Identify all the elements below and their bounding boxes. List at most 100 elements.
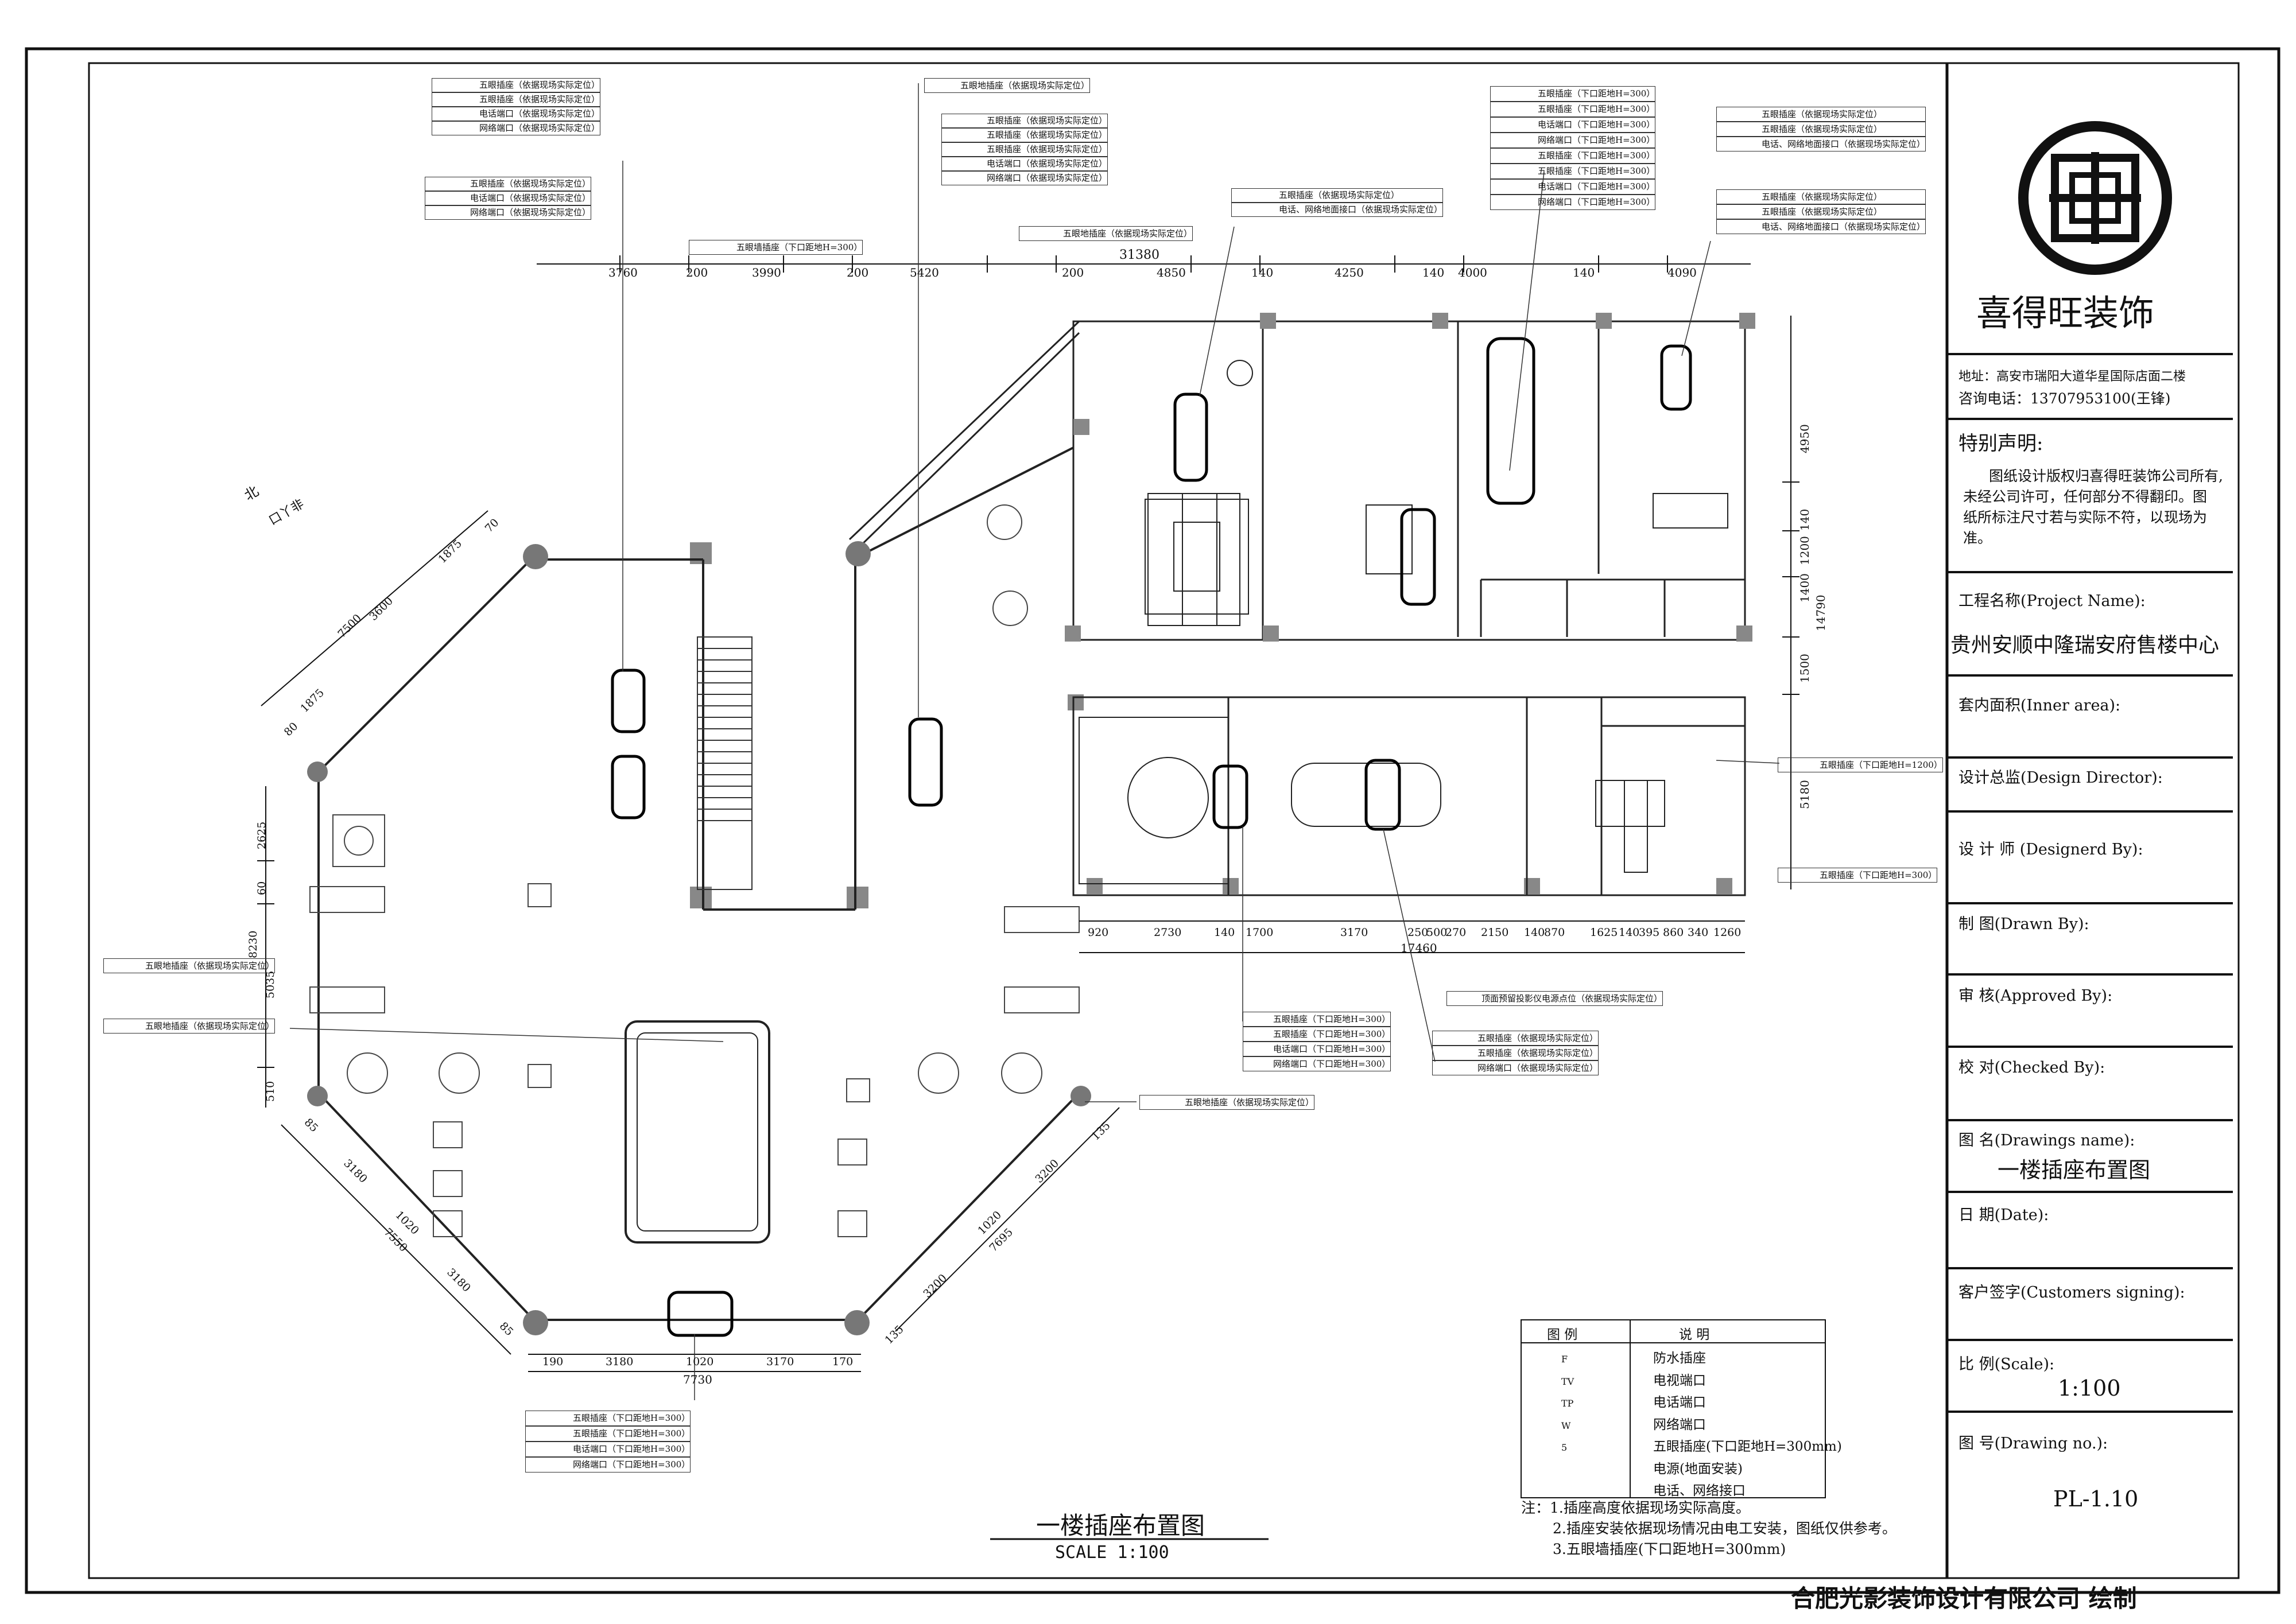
dim-left-seg: 60 <box>255 881 268 895</box>
approved-by-label: 审 核(Approved By): <box>1958 987 2113 1005</box>
tv-port-icon: TV <box>1561 1376 1574 1387</box>
legend-row-tv-port: 电视端口 <box>1653 1373 1706 1388</box>
callout-line: 电话、网络地面接口（依据现场实际定位） <box>1716 137 1926 151</box>
callout-line: 电话端口（下口距地H=300） <box>1490 179 1656 195</box>
outer-frame <box>25 47 2281 1594</box>
dim-right-seg: 1400 <box>1798 573 1812 603</box>
plan-scale: SCALE 1:100 <box>1055 1543 1169 1563</box>
dim-left-seg: 2625 <box>255 821 268 849</box>
dim-mid-seg: 250 <box>1407 926 1429 939</box>
socket-callout: 五眼插座（下口距地H=300） 五眼插座（下口距地H=300） 电话端口（下口距… <box>1243 1012 1391 1071</box>
socket-callout: 五眼插座（依据现场实际定位） 电话端口（依据现场实际定位） 网络端口（依据现场实… <box>425 177 592 220</box>
legend-row-floor-power: 电源(地面安装) <box>1653 1461 1743 1477</box>
mid-dimension-line <box>1079 920 1745 953</box>
callout-line: 五眼地插座（依据现场实际定位） <box>924 78 1091 93</box>
dim-mid-seg: 140 <box>1619 926 1640 939</box>
callout-line: 网络端口（下口距地H=300） <box>1243 1056 1391 1071</box>
socket-callout: 五眼地插座（依据现场实际定位） <box>1139 1095 1315 1110</box>
callout-line: 五眼插座（下口距地H=300） <box>1243 1027 1391 1042</box>
checked-by-label: 校 对(Checked By): <box>1958 1059 2105 1077</box>
callout-line: 五眼插座（下口距地H=300） <box>1490 164 1656 179</box>
diagonal-dimension-lines <box>261 510 1120 1355</box>
socket-callout: 五眼插座（下口距地H=300） 五眼插座（下口距地H=300） 电话端口（下口距… <box>1490 86 1656 210</box>
dim-mid-seg: 140 <box>1214 926 1235 939</box>
five-hole-socket-icon: 5 <box>1561 1442 1568 1453</box>
legend-glyphs: F TV TP W 5 <box>1561 1349 1574 1459</box>
legend-row-five-hole-socket: 五眼插座(下口距地H=300mm) <box>1653 1439 1842 1454</box>
scale-label: 比 例(Scale): <box>1958 1355 2055 1373</box>
dim-left-seg: 510 <box>264 1081 277 1102</box>
dim-mid-seg: 395 <box>1639 926 1660 939</box>
callout-line: 五眼插座（下口距地H=300） <box>1490 148 1656 164</box>
tb-rule <box>1947 1191 2233 1193</box>
callout-line: 五眼地插座（依据现场实际定位） <box>1019 226 1193 241</box>
dim-mid-seg: 860 <box>1663 926 1684 939</box>
socket-callout: 五眼插座（依据现场实际定位） 五眼插座（依据现场实际定位） 电话端口（依据现场实… <box>432 78 601 135</box>
socket-callout: 顶面预留投影仪电源点位（依据现场实际定位） <box>1446 991 1663 1006</box>
legend-rows: 防水插座 电视端口 电话端口 网络端口 五眼插座(下口距地H=300mm) 电源… <box>1653 1347 1842 1502</box>
tb-rule <box>1947 1411 2233 1413</box>
dim-bottom-seg: 190 <box>542 1355 564 1368</box>
project-name-label: 工程名称(Project Name): <box>1958 592 2146 610</box>
statement-line: 未经公司许可，任何部分不得翻印。图 <box>1963 488 2208 505</box>
dim-top-seg: 4850 <box>1157 266 1186 279</box>
callout-line: 电话、网络地面接口（依据现场实际定位） <box>1716 219 1926 234</box>
company-address: 地址：高安市瑞阳大道华星国际店面二楼 <box>1958 370 2186 384</box>
callout-line: 电话端口（下口距地H=300） <box>1243 1042 1391 1056</box>
main-hall-outline <box>317 446 1080 1321</box>
callout-line: 五眼插座（依据现场实际定位） <box>1716 107 1926 122</box>
legend-row-waterproof-socket: 防水插座 <box>1653 1351 1706 1366</box>
callout-line: 五眼插座（依据现场实际定位） <box>941 114 1108 128</box>
legend-row-phone-port: 电话端口 <box>1653 1395 1706 1410</box>
callout-line: 五眼插座（依据现场实际定位） <box>432 78 601 92</box>
tb-rule <box>1947 571 2233 573</box>
top-dimension-line <box>537 255 1751 273</box>
drawing-no-label: 图 号(Drawing no.): <box>1958 1435 2108 1452</box>
socket-highlights <box>611 337 1692 1337</box>
dim-top-seg: 5420 <box>910 266 939 279</box>
callout-line: 五眼插座（依据现场实际定位） <box>1716 122 1926 137</box>
callout-line: 五眼插座（下口距地H=300） <box>1490 102 1656 117</box>
network-port-icon: W <box>1561 1420 1571 1431</box>
callout-line: 五眼地插座（依据现场实际定位） <box>1139 1095 1315 1110</box>
socket-callout: 五眼地插座（依据现场实际定位） <box>103 958 276 973</box>
inner-area-label: 套内面积(Inner area): <box>1958 697 2121 714</box>
dim-right-seg: 1500 <box>1798 654 1812 683</box>
note-line: 3.五眼墙插座(下口距地H=300mm) <box>1553 1541 1786 1557</box>
callout-line: 网络端口（下口距地H=300） <box>1490 133 1656 148</box>
customer-signing-label: 客户签字(Customers signing): <box>1958 1284 2185 1301</box>
callout-line: 网络端口（下口距地H=300） <box>1490 195 1656 210</box>
date-label: 日 期(Date): <box>1958 1206 2049 1224</box>
dim-top-seg: 4250 <box>1335 266 1364 279</box>
dim-top-seg: 3760 <box>608 266 638 279</box>
callout-line: 五眼插座（下口距地H=1200） <box>1778 757 1943 772</box>
dim-top-seg: 140 <box>1422 266 1445 279</box>
statement-heading: 特别声明: <box>1958 432 2043 455</box>
dim-mid-seg: 1625 <box>1590 926 1618 939</box>
dim-top-total: 31380 <box>1119 248 1159 262</box>
dim-mid-seg: 500 <box>1426 926 1448 939</box>
dim-mid-total: 17460 <box>1401 941 1437 955</box>
socket-callout: 五眼插座（下口距地H=300） <box>1778 868 1938 883</box>
dim-right-seg: 140 <box>1798 508 1812 531</box>
dim-mid-seg: 3170 <box>1340 926 1368 939</box>
project-name-value: 贵州安顺中隆瑞安府售楼中心 <box>1950 634 2220 657</box>
dim-bottom-total: 7730 <box>683 1373 712 1386</box>
dim-bottom-seg: 3180 <box>606 1355 634 1368</box>
drawn-by-label: 制 图(Drawn By): <box>1958 915 2089 933</box>
notes: 注：1.插座高度依据现场实际高度。 2.插座安装依据现场情况由电工安装，图纸仅供… <box>1521 1498 1896 1560</box>
drawing-no-value: PL-1.10 <box>2053 1486 2139 1512</box>
callout-line: 五眼插座（依据现场实际定位） <box>1716 204 1926 219</box>
callout-line: 五眼插座（依据现场实际定位） <box>941 128 1108 142</box>
tb-rule <box>1947 756 2233 759</box>
dim-top-seg: 140 <box>1573 266 1595 279</box>
dim-top-seg: 140 <box>1251 266 1274 279</box>
dim-bottom-seg: 1020 <box>686 1355 714 1368</box>
tb-rule <box>1947 810 2233 813</box>
dim-top-seg: 200 <box>686 266 708 279</box>
callout-line: 五眼插座（依据现场实际定位） <box>1716 189 1926 204</box>
statement-line: 准。 <box>1963 530 1992 546</box>
dim-mid-seg: 2730 <box>1154 926 1182 939</box>
socket-callout: 五眼插座（依据现场实际定位） 五眼插座（依据现场实际定位） 网络端口（依据现场实… <box>1432 1031 1599 1075</box>
